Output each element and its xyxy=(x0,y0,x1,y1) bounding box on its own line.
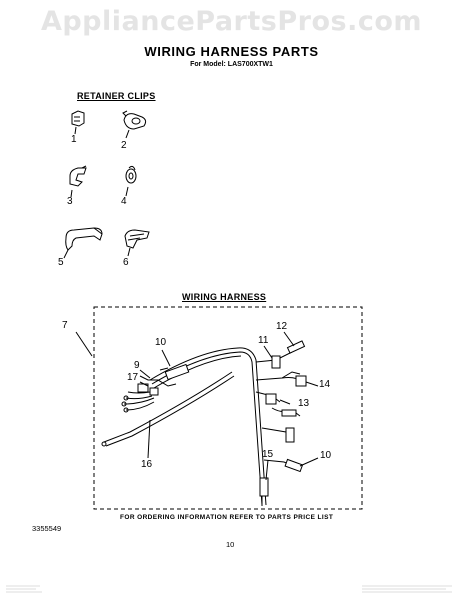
callout-4: 4 xyxy=(121,196,127,207)
callout-10-top: 10 xyxy=(155,337,167,348)
callout-14: 14 xyxy=(319,379,331,390)
callout-2: 2 xyxy=(121,140,127,151)
harness-frame xyxy=(93,306,363,510)
leader-lines xyxy=(75,331,319,481)
callout-6: 6 xyxy=(123,257,129,268)
retainer-clips-heading: RETAINER CLIPS xyxy=(77,91,156,101)
callout-11: 11 xyxy=(258,335,269,346)
retainer-clip-3 xyxy=(69,165,87,198)
retainer-clip-1 xyxy=(71,110,85,135)
fine-print-marks xyxy=(6,585,452,593)
part-number: 3355549 xyxy=(32,524,62,533)
wiring-harness-heading: WIRING HARNESS xyxy=(182,292,267,302)
wiring-harness-drawing xyxy=(101,340,307,506)
callout-13: 13 xyxy=(298,398,310,409)
page-number: 10 xyxy=(226,540,235,549)
retainer-clip-5 xyxy=(63,227,103,259)
callout-1: 1 xyxy=(71,134,77,145)
callout-15: 15 xyxy=(262,449,274,460)
callout-10-bottom: 10 xyxy=(320,450,332,461)
model-subtitle: For Model: LAS700XTW1 xyxy=(190,61,273,68)
callout-5: 5 xyxy=(58,257,64,268)
fine-print-area xyxy=(0,578,463,600)
retainer-clip-2 xyxy=(122,110,147,139)
watermark: AppliancePartsPros.com xyxy=(40,6,423,37)
page-title: WIRING HARNESS PARTS xyxy=(144,44,319,59)
ordering-note: FOR ORDERING INFORMATION REFER TO PARTS … xyxy=(120,514,334,521)
callout-16: 16 xyxy=(141,459,153,470)
retainer-clip-4 xyxy=(125,165,137,197)
callout-7: 7 xyxy=(62,320,68,331)
callout-12: 12 xyxy=(276,321,288,332)
retainer-clip-6 xyxy=(124,229,150,257)
callout-17: 17 xyxy=(127,372,139,383)
callout-3: 3 xyxy=(67,196,73,207)
callout-9: 9 xyxy=(134,360,140,371)
